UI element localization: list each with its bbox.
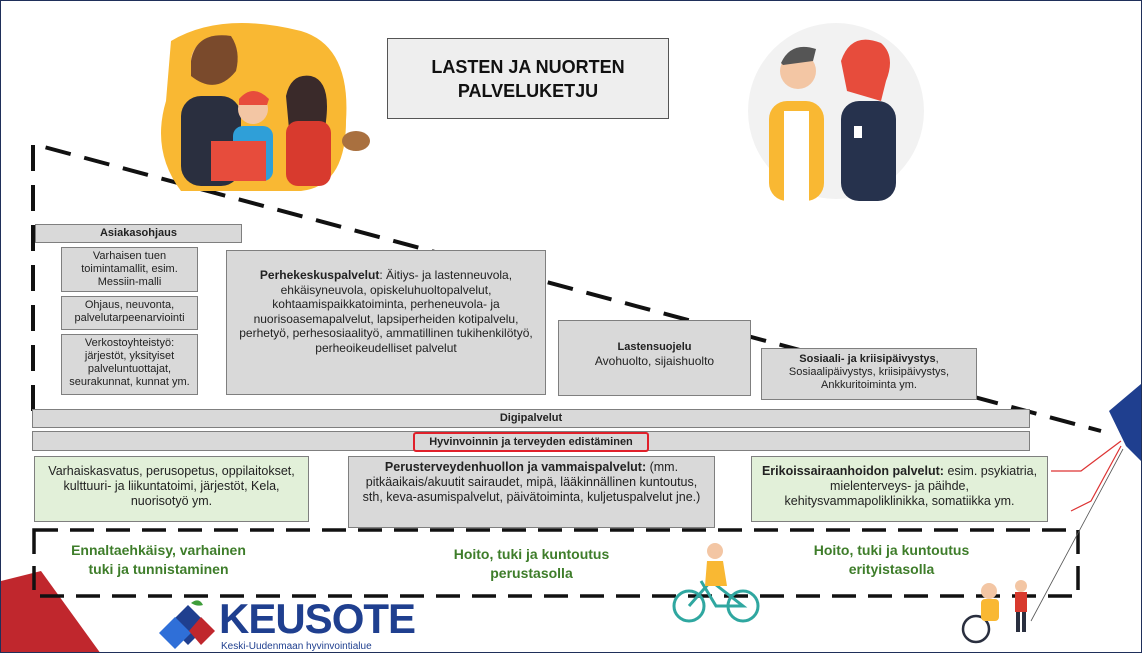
lastensuojelu-text: Avohuolto, sijaishuolto: [594, 354, 715, 368]
asiakasohjaus-item: Varhaisen tuen toimintamallit, esim. Mes…: [61, 247, 198, 292]
erikois-text: esim. psykiatria, mielenterveys- ja päih…: [784, 464, 1038, 508]
red-corner-shape: [1, 571, 100, 652]
perusterveys-title: Perusterveydenhuollon ja vammaispalvelut…: [384, 460, 647, 474]
varhaiskasvatus-box: Varhaiskasvatus, perusopetus, oppilaitok…: [34, 456, 309, 522]
tier-label-erityistaso: Hoito, tuki ja kuntoutus erityistasolla: [813, 542, 970, 577]
digipalvelut-bar: Digipalvelut: [32, 409, 1030, 428]
keusote-logo-name: KEUSOTE: [219, 595, 416, 642]
perusterveys-text: (mm. pitkäaikais/akuutit sairaudet, mipä…: [362, 460, 701, 504]
perhekeskus-box: Perhekeskuspalvelut: Äitiys- ja lastenne…: [226, 250, 546, 395]
dashed-tier-border: [32, 528, 1080, 598]
keusote-logo: KEUSOTE Keski-Uudenmaan hyvinvointialue: [153, 595, 433, 652]
diagram-title-box: LASTEN JA NUORTEN PALVELUKETJU: [387, 38, 669, 119]
sosiaali-title: Sosiaali- ja kriisipäivystys: [799, 353, 936, 365]
tier-label-ennaltaehkaisy: Ennaltaehkäisy, varhainen tuki ja tunnis…: [71, 542, 246, 577]
lastensuojelu-box: Lastensuojelu Avohuolto, sijaishuolto: [558, 320, 751, 396]
sosiaali-text: Sosiaalipäivystys, kriisipäivystys, Ankk…: [788, 366, 950, 391]
perhekeskus-title: Perhekeskuspalvelut: [259, 268, 380, 282]
asiakasohjaus-item: Ohjaus, neuvonta, palvelutarpeenarvioint…: [61, 296, 198, 330]
perhekeskus-text: Äitiys- ja lastenneuvola, ehkäisyneuvola…: [239, 268, 533, 355]
erikois-box: Erikoissairaanhoidon palvelut: esim. psy…: [751, 456, 1048, 522]
tier-label-perustaso: Hoito, tuki ja kuntoutus perustasolla: [453, 546, 610, 581]
keusote-logo-subtitle: Keski-Uudenmaan hyvinvointialue: [221, 641, 372, 652]
diagram-title: LASTEN JA NUORTEN PALVELUKETJU: [431, 56, 625, 101]
kite-icon: [1030, 384, 1141, 622]
perusterveys-box: Perusterveydenhuollon ja vammaispalvelut…: [348, 456, 715, 528]
erikois-title: Erikoissairaanhoidon palvelut:: [761, 464, 944, 478]
keusote-logo-mark: [159, 600, 215, 649]
sosiaali-box: Sosiaali- ja kriisipäivystys, Sosiaalipä…: [761, 348, 977, 400]
hyvinvointi-bar: Hyvinvoinnin ja terveyden edistäminen: [32, 431, 1030, 452]
hyvinvointi-label: Hyvinvoinnin ja terveyden edistäminen: [413, 432, 649, 452]
lastensuojelu-title: Lastensuojelu: [617, 341, 692, 353]
asiakasohjaus-header: Asiakasohjaus: [35, 224, 242, 243]
asiakasohjaus-item: Verkostoyhteistyö: järjestöt, yksityiset…: [61, 334, 198, 395]
